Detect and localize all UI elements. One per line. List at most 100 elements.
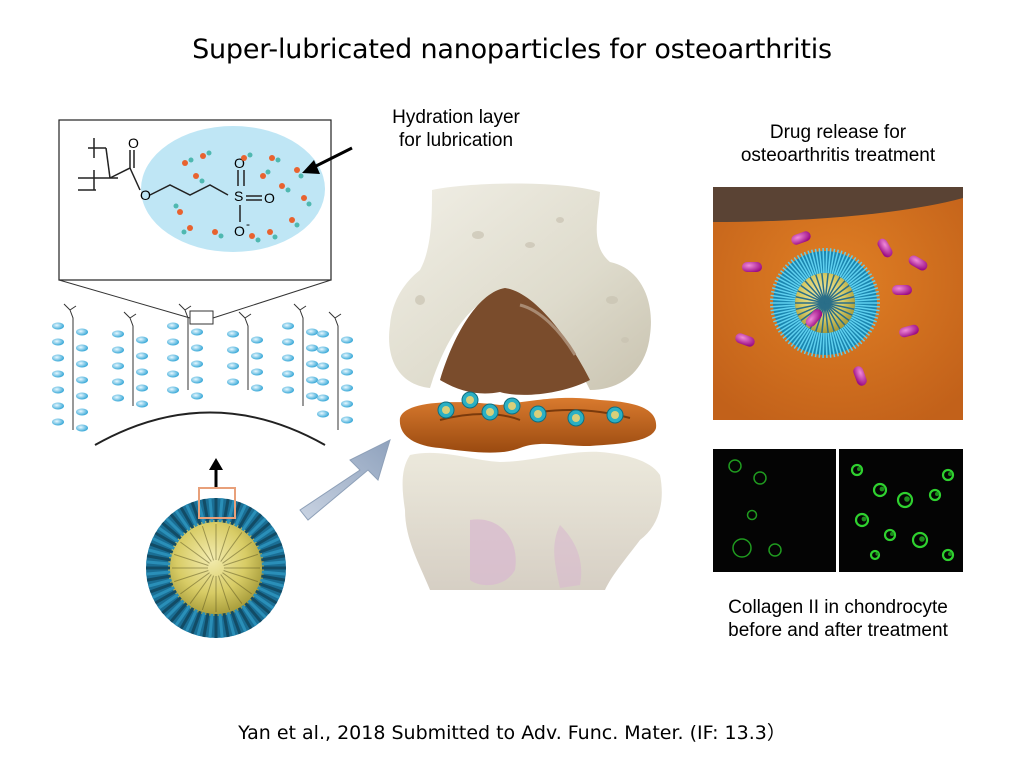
hydration-dot	[227, 362, 239, 370]
drug-capsule	[853, 366, 867, 386]
drug-release-label: Drug release for osteoarthritis treatmen…	[700, 121, 976, 167]
drug-capsule	[735, 333, 755, 347]
polymer-chain	[69, 309, 74, 430]
hydration-dot	[306, 392, 318, 400]
cell-spot	[911, 531, 929, 549]
cell-spot	[746, 509, 758, 521]
fluorescence-after	[839, 449, 963, 572]
hydration-dot	[251, 336, 263, 344]
hydration-dot	[76, 360, 88, 368]
fluorescence-before	[713, 449, 836, 572]
slide-title: Super-lubricated nanoparticles for osteo…	[192, 34, 832, 65]
hydration-dot	[227, 378, 239, 386]
polymer-chain	[244, 317, 249, 390]
hydration-dot	[251, 384, 263, 392]
hydration-dot	[191, 376, 203, 384]
polymer-chain	[299, 309, 304, 406]
hydration-dot	[191, 360, 203, 368]
cell-spot	[941, 548, 955, 562]
cell-spot	[872, 482, 888, 498]
hydration-dot	[112, 346, 124, 354]
drug-capsule	[899, 324, 919, 338]
hydration-label-line2: for lubrication	[398, 130, 514, 151]
particle-surface-arc	[94, 411, 326, 446]
hydration-dot	[282, 386, 294, 394]
hydration-dot	[306, 328, 318, 336]
polymer-chain	[184, 309, 189, 390]
hydration-bubble	[141, 126, 325, 252]
hydration-dot	[167, 370, 179, 378]
hydration-dot	[52, 370, 64, 378]
large-arrow	[299, 439, 391, 521]
hydration-dot	[317, 330, 329, 338]
hydration-dot	[112, 330, 124, 338]
drug-release-label-line1: Drug release for	[769, 122, 907, 143]
atom-sulfonyl-o-right: O	[264, 190, 275, 206]
hydration-dot	[227, 346, 239, 354]
fluorescence-images	[713, 449, 963, 572]
cell-spot	[850, 463, 864, 477]
hydration-label: Hydration layer for lubrication	[352, 106, 560, 152]
nanoparticle	[146, 498, 286, 638]
hydration-dot	[136, 384, 148, 392]
hydration-dot	[76, 328, 88, 336]
hydration-dot	[167, 338, 179, 346]
hydration-dot	[76, 392, 88, 400]
cell-spot	[854, 512, 870, 528]
hydration-dot	[282, 370, 294, 378]
hydration-dot	[306, 344, 318, 352]
cell-spot	[732, 538, 752, 558]
zoom-box	[198, 487, 236, 519]
chemical-structure-box: O O S O O O -	[58, 119, 332, 281]
hydration-dot	[136, 368, 148, 376]
hydration-dot	[341, 352, 353, 360]
cell-spot	[728, 459, 742, 473]
hydration-dot	[317, 410, 329, 418]
hydration-dot	[76, 344, 88, 352]
hydration-dot	[191, 344, 203, 352]
atom-ester-o: O	[140, 187, 151, 203]
hydration-dot	[52, 322, 64, 330]
negative-charge: -	[246, 217, 250, 231]
knee-joint	[389, 183, 662, 590]
drug-capsule	[742, 262, 762, 272]
drug-release-panel	[713, 187, 963, 420]
hydration-arrow	[302, 146, 353, 174]
hydration-dot	[341, 368, 353, 376]
up-arrow	[209, 458, 223, 488]
drug-capsule	[908, 255, 928, 271]
drug-capsule	[877, 238, 893, 258]
hydration-dot	[317, 394, 329, 402]
hydration-dot	[251, 352, 263, 360]
hydration-dot	[317, 378, 329, 386]
hydration-dot	[227, 330, 239, 338]
cell-spot	[768, 543, 782, 557]
hydration-dot	[76, 376, 88, 384]
polymer-chain	[129, 317, 134, 406]
cell-spot	[869, 549, 881, 561]
hydration-dot	[167, 322, 179, 330]
atom-carbonyl-o: O	[128, 135, 139, 151]
cell-spot	[883, 528, 897, 542]
hydration-dot	[76, 408, 88, 416]
drug-capsule	[791, 231, 811, 245]
collagen-label-line1: Collagen II in chondrocyte	[728, 597, 948, 618]
hydration-dot	[112, 362, 124, 370]
hydration-dot	[191, 392, 203, 400]
hydration-dot	[112, 378, 124, 386]
hydration-dot	[191, 328, 203, 336]
hydration-dot	[136, 336, 148, 344]
drug-release-label-line2: osteoarthritis treatment	[740, 145, 936, 166]
citation: Yan et al., 2018 Submitted to Adv. Func.…	[238, 722, 786, 744]
hydration-dot	[317, 346, 329, 354]
hydration-dot	[282, 322, 294, 330]
collagen-label: Collagen II in chondrocyte before and af…	[690, 596, 986, 642]
hydration-dot	[52, 386, 64, 394]
hydration-dot	[52, 338, 64, 346]
cell-spot	[928, 488, 942, 502]
collagen-label-line2: before and after treatment	[728, 620, 948, 641]
atom-sulfur: S	[234, 188, 243, 204]
hydration-dot	[52, 354, 64, 362]
hydration-dot	[282, 354, 294, 362]
